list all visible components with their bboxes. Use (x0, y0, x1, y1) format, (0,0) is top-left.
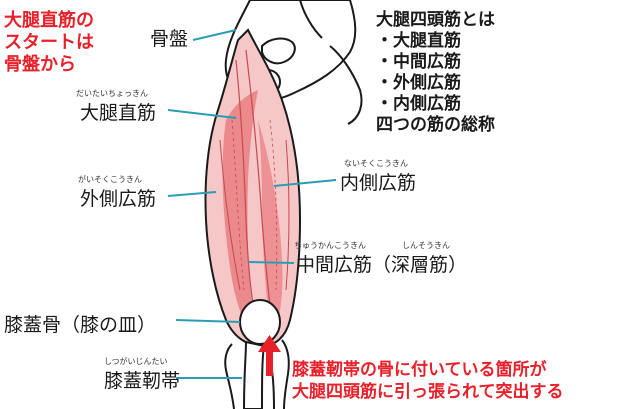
lower-leg-bones (224, 339, 290, 409)
summary-item: ・外側広筋 (376, 73, 461, 93)
label-vastus-intermedius: 中間広筋（深層筋） (296, 254, 468, 276)
bottom-note-line1: 膝蓋靭帯の骨に付いている箇所が (292, 360, 547, 380)
bottom-note-line2: 大腿四頭筋に引っ張られて突出する (292, 382, 564, 402)
label-pelvis: 骨盤 (150, 28, 189, 50)
ruby-patellar-ligament: しつがいじんたい (104, 357, 168, 366)
label-vastus-medialis: 内側広筋 (340, 172, 417, 194)
summary-block: 大腿四頭筋とは ・大腿直筋 ・中間広筋 ・外側広筋 ・内側広筋 四つの筋の総称 (376, 10, 495, 136)
red-title-line3: 骨盤から (4, 54, 76, 75)
summary-item: ・内側広筋 (376, 94, 461, 114)
summary-title: 大腿四頭筋とは (376, 10, 495, 30)
label-patellar-ligament: 膝蓋靭帯 (104, 370, 181, 392)
ruby-vastus-intermedius-1: ちゅうかんこうきん (294, 241, 366, 250)
thigh-muscles (204, 28, 302, 348)
ruby-vastus-medialis: ないそくこうきん (344, 159, 408, 168)
red-up-arrow (258, 335, 281, 376)
patella-bone (239, 299, 281, 345)
ruby-rectus-femoris: だいたいちょっきん (76, 89, 148, 98)
red-title-line2: スタートは (4, 32, 94, 53)
ruby-vastus-lateralis: がいそくこうきん (78, 175, 142, 184)
label-rectus-femoris: 大腿直筋 (80, 102, 157, 124)
leader-lines (167, 29, 337, 379)
summary-item: ・大腿直筋 (376, 31, 461, 51)
summary-footer: 四つの筋の総称 (376, 115, 495, 135)
summary-item: ・中間広筋 (376, 52, 461, 72)
ruby-vastus-intermedius-2: しんそうきん (402, 241, 450, 250)
label-patella: 膝蓋骨（膝の皿） (4, 314, 157, 336)
red-title-line1: 大腿直筋の (4, 10, 94, 31)
label-vastus-lateralis: 外側広筋 (80, 188, 157, 210)
